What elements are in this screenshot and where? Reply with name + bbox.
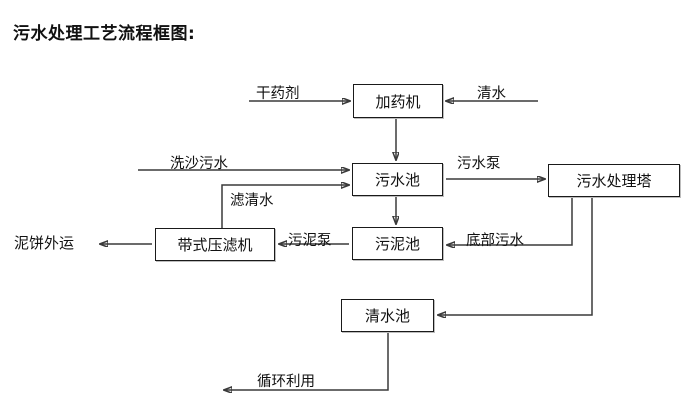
edge-label-filtered-clear-water: 滤清水: [230, 193, 274, 209]
node-label: 污水处理塔: [576, 172, 652, 190]
edge-tower-to-clean-water-pool: [438, 197, 593, 315]
edge-label-bottom-wastewater: 底部污水: [466, 233, 524, 249]
edge-label-wastewater-pump: 污水泵: [457, 156, 501, 172]
node-label: 带式压滤机: [177, 236, 253, 254]
edge-label-dry-chemical: 干药剂: [256, 86, 300, 102]
edge-label-sludge-pump: 污泥泵: [288, 233, 332, 249]
edge-filterpress-to-wastewater-pool: [221, 185, 349, 228]
node-sludge-pool[interactable]: 污泥池: [352, 227, 443, 260]
node-label: 污水池: [374, 171, 420, 189]
edge-clean-water-pool-to-recycle: [224, 332, 389, 390]
page-title: 污水处理工艺流程框图:: [13, 24, 196, 44]
node-treatment-tower[interactable]: 污水处理塔: [548, 164, 680, 197]
edge-tower-to-sludge-pool: [447, 197, 573, 245]
edge-label-clean-water-in: 清水: [477, 86, 506, 102]
node-dosing-machine[interactable]: 加药机: [353, 84, 443, 118]
node-label: 清水池: [364, 307, 410, 325]
node-label: 加药机: [375, 92, 421, 111]
node-belt-filter-press[interactable]: 带式压滤机: [155, 228, 275, 261]
node-label: 污泥池: [374, 235, 420, 253]
edge-label-recycle-reuse: 循环利用: [257, 374, 315, 390]
edge-label-sand-wash-water: 洗沙污水: [170, 156, 228, 172]
terminal-label-mud-cake-out: 泥饼外运: [14, 234, 75, 252]
node-wastewater-pool[interactable]: 污水池: [352, 163, 443, 196]
node-clean-water-pool[interactable]: 清水池: [341, 299, 434, 332]
